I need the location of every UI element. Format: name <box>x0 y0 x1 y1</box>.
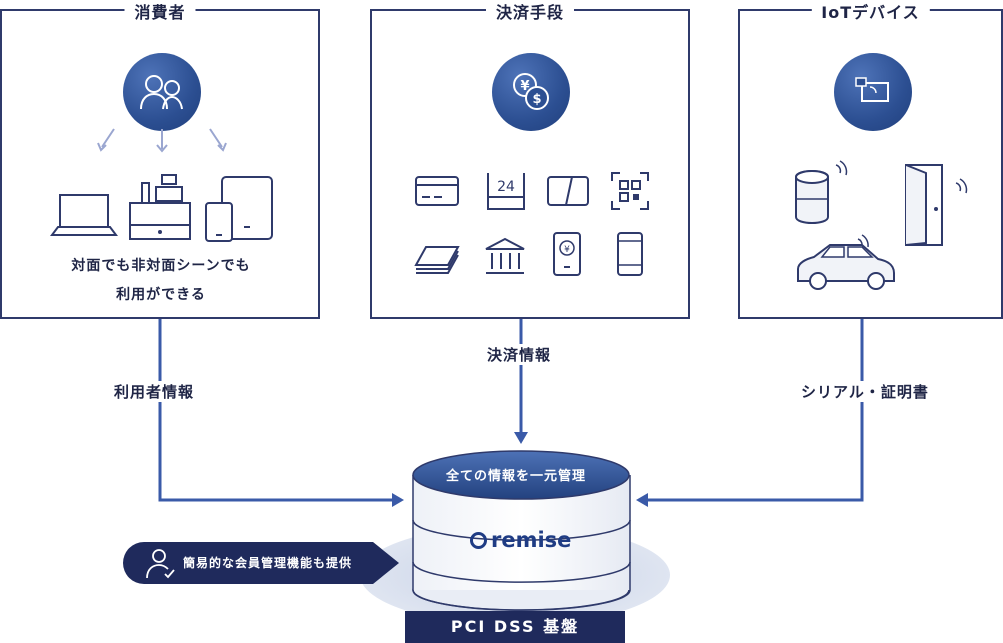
consumer-caption: 対面でも非対面シーンでも 利用ができる <box>2 252 320 310</box>
iot-panel: IoTデバイス <box>738 0 1003 319</box>
payment-panel: 決済手段 ¥ $ 24 <box>370 0 690 319</box>
consumer-panel-title: 消費者 <box>124 0 196 23</box>
bank-icon <box>485 237 525 274</box>
flow-label-serial-cert: シリアル・証明書 <box>797 381 933 402</box>
svg-text:¥: ¥ <box>520 79 529 94</box>
mobile-yen-icon: ¥ <box>553 232 581 276</box>
smartphone-icon <box>617 232 643 276</box>
member-icon <box>146 549 175 579</box>
svg-text:$: $ <box>532 92 541 107</box>
remise-logo-mark <box>470 532 487 549</box>
remise-logo: remise <box>470 528 571 552</box>
consumer-panel: 消費者 対面でも非対面シーンでも 利用ができる <box>0 0 320 319</box>
payment-panel-title: 決済手段 <box>485 0 575 23</box>
yen-dollar-icon: ¥ $ <box>492 53 570 131</box>
database-top-label: 全ての情報を一元管理 <box>445 469 586 484</box>
nfc-card-icon <box>834 53 912 131</box>
member-feature-text: 簡易的な会員管理機能も提供 <box>183 556 353 570</box>
down-arrows <box>97 128 227 153</box>
laptop-icon <box>50 194 118 236</box>
member-feature-badge: 簡易的な会員管理機能も提供 <box>123 542 400 584</box>
remise-logo-text: remise <box>491 528 572 552</box>
cash-register-icon <box>129 174 191 240</box>
smart-speaker-icon <box>795 160 848 224</box>
tablet-icon <box>205 176 273 242</box>
credit-card-icon <box>415 176 459 206</box>
door-icon <box>905 164 968 246</box>
users-icon <box>123 53 201 131</box>
pci-dss-label: PCI DSS 基盤 <box>405 611 625 643</box>
qr-code-icon <box>611 172 649 210</box>
car-icon <box>797 234 895 290</box>
flow-label-user-info: 利用者情報 <box>110 381 199 402</box>
iot-panel-title: IoTデバイス <box>811 0 930 23</box>
card-stack-icon <box>414 246 460 274</box>
consumer-caption-line1: 対面でも非対面シーンでも <box>71 258 251 274</box>
flow-line-user <box>158 318 392 502</box>
database-cylinder <box>412 450 631 611</box>
flow-label-payment-info: 決済情報 <box>483 344 556 365</box>
svg-text:¥: ¥ <box>564 245 570 255</box>
flow-line-iot <box>648 318 864 502</box>
consumer-caption-line2: 利用ができる <box>116 287 206 303</box>
svg-text:24: 24 <box>497 179 515 195</box>
prepaid-card-icon <box>547 176 589 206</box>
calendar-24-icon: 24 <box>487 173 525 210</box>
